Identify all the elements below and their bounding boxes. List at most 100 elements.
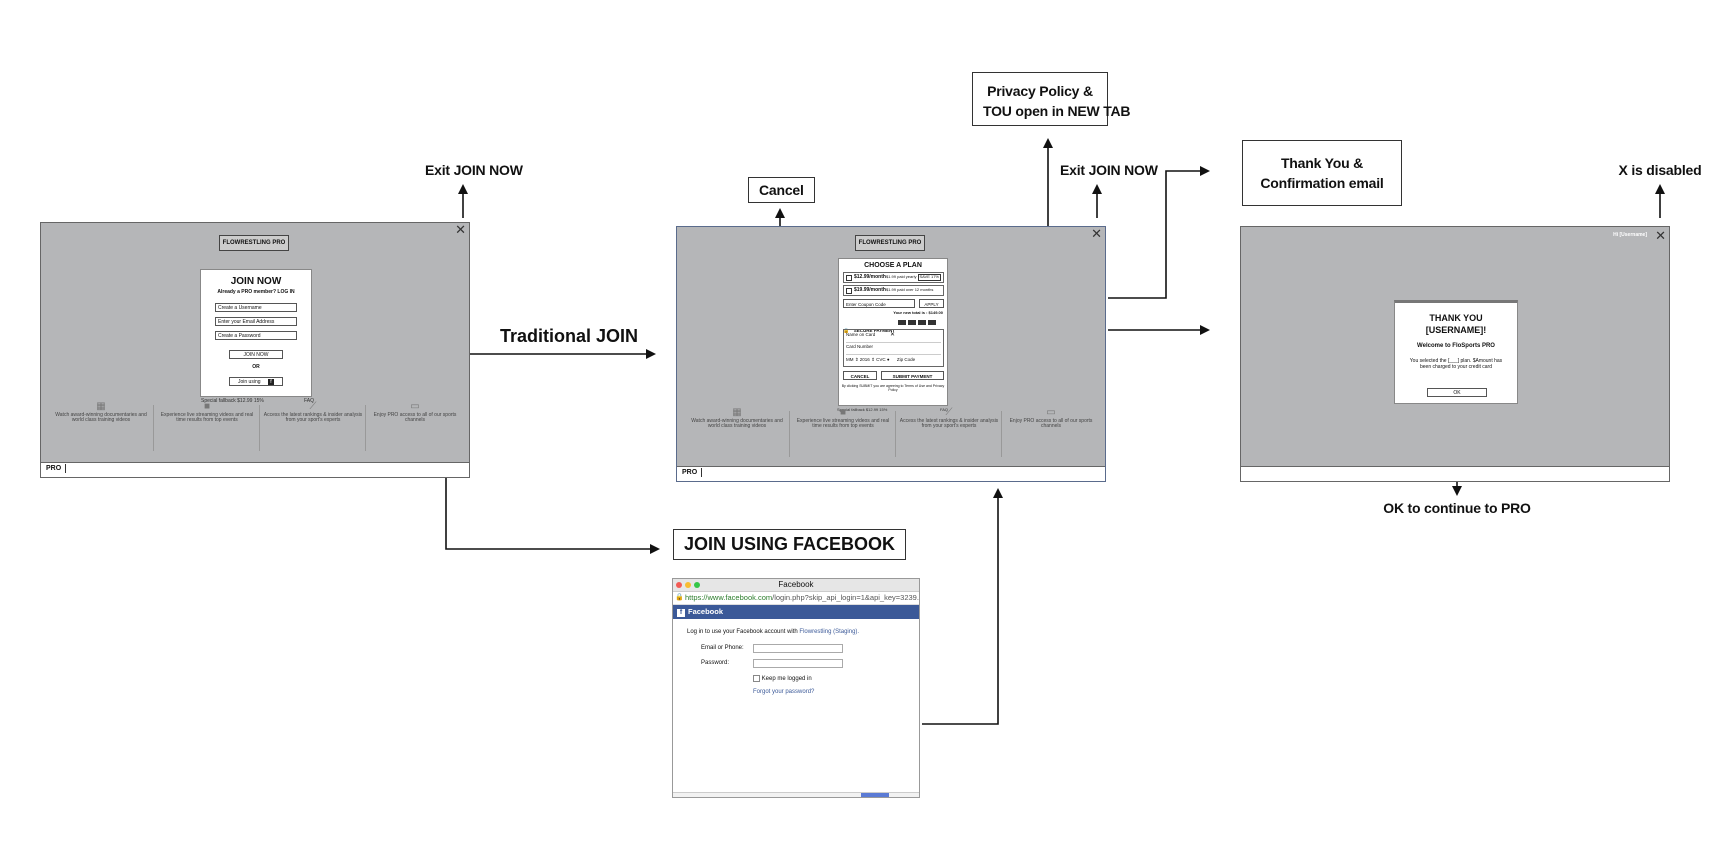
or-text: OR bbox=[252, 364, 260, 370]
pro-tag[interactable]: PRO bbox=[44, 464, 67, 473]
plan-option-2[interactable]: $19.99/month $1.99 paid over 12 months bbox=[843, 285, 944, 296]
chevron-down-icon: ⇕ bbox=[854, 357, 860, 362]
welcome-text: Welcome to FloSports PRO bbox=[1417, 343, 1495, 349]
label-exit-join-now-1: Exit JOIN NOW bbox=[425, 162, 523, 178]
plan2-desc: $1.99 paid over 12 months bbox=[886, 287, 934, 292]
arrow-thank-you bbox=[1108, 166, 1210, 299]
label-thank-you-line2: Confirmation email bbox=[1260, 175, 1384, 191]
facebook-password-input[interactable] bbox=[753, 659, 843, 668]
film-icon: ▦ bbox=[732, 407, 742, 418]
plan-option-1[interactable]: $12.99/month $1.99 paid yearly SAVE 17% bbox=[843, 272, 944, 283]
username-input[interactable]: Create a Username bbox=[215, 303, 297, 312]
facebook-window-title: Facebook bbox=[778, 580, 814, 589]
close-icon[interactable]: ✕ bbox=[1091, 226, 1102, 241]
info-icon: ● bbox=[886, 357, 891, 362]
maximize-window-icon[interactable] bbox=[694, 582, 700, 588]
close-icon[interactable]: ✕ bbox=[455, 222, 466, 237]
coupon-input[interactable]: Enter Coupon Code bbox=[843, 299, 915, 308]
footer-left: Special fallback $12.99 15% bbox=[837, 407, 888, 412]
facebook-app-link[interactable]: Flowrestling (Staging). bbox=[799, 629, 860, 635]
name-on-card-input[interactable]: Name on Card✕ bbox=[846, 332, 941, 343]
bottom-bar bbox=[1241, 466, 1669, 481]
keep-logged-in-checkbox[interactable] bbox=[753, 675, 760, 682]
footer-right[interactable]: FAQ bbox=[940, 407, 949, 412]
label-join-using-facebook: JOIN USING FACEBOOK bbox=[673, 529, 907, 560]
feature-2: ■Experience live streaming videos and re… bbox=[793, 401, 893, 463]
cancel-button[interactable]: CANCEL bbox=[843, 371, 877, 380]
password-input[interactable]: Create a Password bbox=[215, 331, 297, 340]
join-modal: JOIN NOW Already a PRO member? LOG IN Cr… bbox=[200, 269, 312, 397]
submit-payment-button[interactable]: SUBMIT PAYMENT bbox=[881, 371, 944, 380]
join-now-button[interactable]: JOIN NOW bbox=[229, 350, 283, 359]
video-camera-icon: ■ bbox=[203, 401, 211, 412]
plan1-checkbox[interactable] bbox=[846, 275, 852, 281]
film-icon: ▦ bbox=[96, 401, 106, 412]
url-host: https://www.facebook.com bbox=[685, 593, 773, 602]
bottom-bar: PRO bbox=[677, 466, 1105, 481]
plan2-checkbox[interactable] bbox=[846, 288, 852, 294]
footer-right[interactable]: FAQ bbox=[304, 398, 315, 404]
zip-input[interactable]: Zip Code bbox=[896, 357, 916, 362]
card-fields: Name on Card✕ Card Number MM ⇕ 2016 ⇕ CV… bbox=[843, 329, 944, 367]
screen-thank-you: Hi [Username] ✕ THANK YOU [USERNAME]! We… bbox=[1240, 226, 1670, 482]
join-subtitle[interactable]: Already a PRO member? LOG IN bbox=[217, 289, 295, 295]
feature-3: ⟋Access the latest rankings & insider an… bbox=[263, 401, 363, 424]
cvc-input[interactable]: CVC bbox=[876, 357, 886, 362]
close-window-icon[interactable] bbox=[676, 582, 682, 588]
pro-tag[interactable]: PRO bbox=[680, 468, 703, 477]
label-cancel: Cancel bbox=[748, 177, 815, 203]
charged-message: You selected the [___] plan. $Amount has… bbox=[1409, 358, 1503, 370]
terms-text[interactable]: By clicking SUBMIT you are agreeing to T… bbox=[841, 384, 945, 393]
feature-3: ⟋Access the latest rankings & insider an… bbox=[899, 407, 999, 430]
join-using-label: Join using bbox=[238, 379, 261, 385]
feature-1: ▦Watch award-winning documentaries and w… bbox=[687, 401, 787, 463]
feature-4: ▭Enjoy PRO access to all of our sports c… bbox=[369, 395, 461, 457]
url-path: /login.php?skip_api_login=1&api_key=3239… bbox=[772, 593, 919, 602]
email-label: Email or Phone: bbox=[701, 645, 744, 651]
plan1-badge: SAVE 17% bbox=[917, 274, 941, 281]
thank-you-title-1: THANK YOU bbox=[1429, 313, 1483, 323]
plan1-desc: $1.99 paid yearly bbox=[886, 274, 917, 279]
facebook-window-titlebar: Facebook bbox=[673, 579, 919, 592]
laptop-icon: ▭ bbox=[410, 401, 420, 412]
facebook-bottom-bar bbox=[673, 792, 919, 797]
user-label: Hi [Username] bbox=[1613, 232, 1647, 238]
exp-month-select[interactable]: MM bbox=[846, 357, 854, 362]
card-number-input[interactable]: Card Number bbox=[846, 344, 941, 355]
logo: FLOWRESTLING PRO bbox=[219, 235, 289, 251]
card-logos bbox=[898, 320, 936, 325]
label-privacy-policy: Privacy Policy & TOU open in NEW TAB bbox=[972, 72, 1131, 126]
facebook-url-bar[interactable]: 🔒 https://www.facebook.com/login.php?ski… bbox=[673, 592, 919, 605]
minimize-window-icon[interactable] bbox=[685, 582, 691, 588]
chart-icon: ⟋ bbox=[309, 401, 317, 412]
email-input[interactable]: Enter your Email Address bbox=[215, 317, 297, 326]
facebook-icon: f bbox=[268, 379, 274, 385]
facebook-email-input[interactable] bbox=[753, 644, 843, 653]
label-x-disabled: X is disabled bbox=[1618, 162, 1702, 178]
join-using-facebook-button[interactable]: Join using f bbox=[229, 377, 283, 386]
label-thank-you-line1: Thank You & bbox=[1280, 155, 1364, 171]
label-ok-continue: OK to continue to PRO bbox=[1383, 500, 1531, 516]
label-exit-join-now-2: Exit JOIN NOW bbox=[1060, 162, 1158, 178]
facebook-intro: Log in to use your Facebook account with… bbox=[687, 629, 860, 635]
plan-title: CHOOSE A PLAN bbox=[864, 262, 922, 269]
apply-button[interactable]: APPLY bbox=[919, 299, 944, 308]
screen-join-now: ✕ FLOWRESTLING PRO JOIN NOW Already a PR… bbox=[40, 222, 470, 478]
facebook-login-window: Facebook 🔒 https://www.facebook.com/logi… bbox=[672, 578, 920, 798]
facebook-login-button[interactable] bbox=[861, 793, 889, 797]
expiry-row: MM ⇕ 2016 ⇕ CVC ● Zip Code bbox=[846, 357, 941, 365]
features-row: ▦Watch award-winning documentaries and w… bbox=[41, 395, 469, 457]
exp-year-select[interactable]: 2016 bbox=[859, 357, 870, 362]
forgot-password-link[interactable]: Forgot your password? bbox=[753, 689, 815, 695]
thank-you-title-2: [USERNAME]! bbox=[1425, 325, 1487, 335]
join-title: JOIN NOW bbox=[230, 276, 282, 287]
secure-payment-label: SECURE PAYMENT bbox=[853, 328, 895, 333]
bottom-bar: PRO bbox=[41, 462, 469, 477]
thank-you-modal: THANK YOU [USERNAME]! Welcome to FloSpor… bbox=[1394, 300, 1518, 404]
password-label: Password: bbox=[701, 660, 730, 666]
keep-logged-in[interactable]: Keep me logged in bbox=[753, 675, 812, 682]
feature-1: ▦Watch award-winning documentaries and w… bbox=[51, 395, 151, 457]
features-row: ▦Watch award-winning documentaries and w… bbox=[677, 401, 1105, 463]
ok-button[interactable]: OK bbox=[1427, 388, 1487, 397]
